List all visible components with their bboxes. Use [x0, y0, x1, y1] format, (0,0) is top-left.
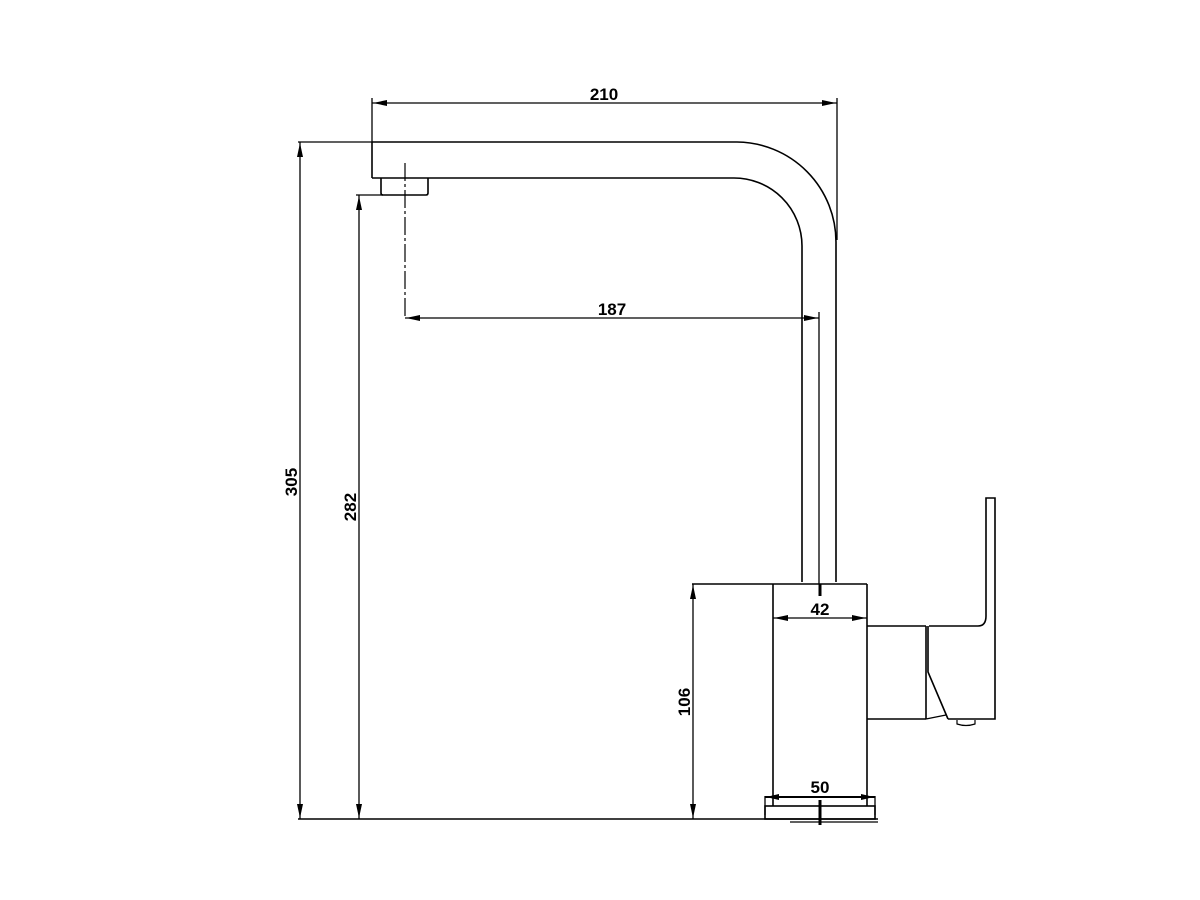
base-flange — [764, 800, 878, 825]
spout — [298, 141, 837, 582]
dimension-label-50: 50 — [811, 778, 830, 797]
dimension-label-305: 305 — [282, 468, 301, 496]
dimension-210: 210 — [371, 85, 838, 240]
dimension-42: 42 — [773, 600, 867, 621]
lever-handle — [867, 497, 996, 727]
dimension-label-282: 282 — [341, 493, 360, 521]
dimension-label-106: 106 — [675, 688, 694, 716]
handle-screw — [956, 720, 976, 727]
dimension-106: 106 — [675, 584, 696, 819]
dimension-label-210: 210 — [590, 85, 618, 104]
dimension-label-42: 42 — [811, 600, 830, 619]
dimension-187: 187 — [405, 300, 820, 584]
tap-body — [692, 583, 868, 806]
dimension-label-187: 187 — [598, 300, 626, 319]
dimension-50: 50 — [764, 778, 876, 815]
dimension-305: 305 — [282, 142, 303, 819]
dimension-282: 282 — [341, 195, 362, 819]
